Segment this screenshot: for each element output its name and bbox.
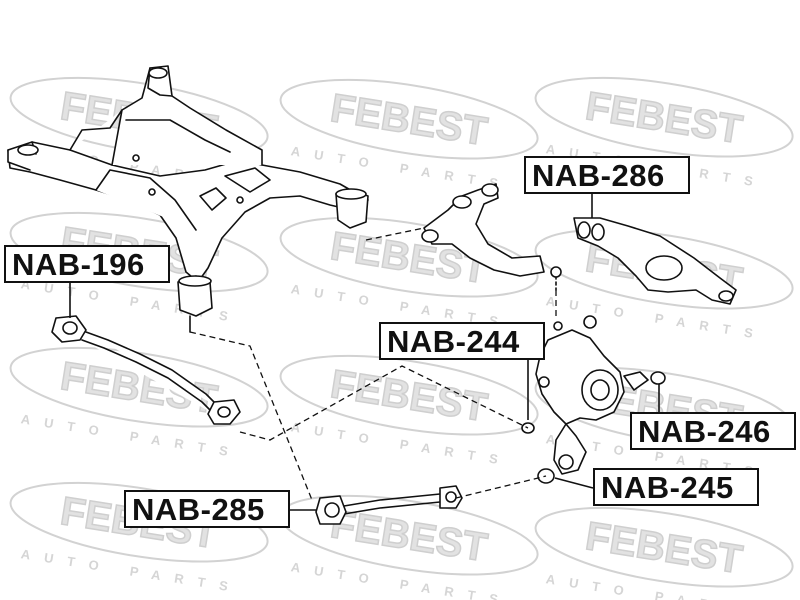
knuckle xyxy=(521,315,666,484)
subframe-bushing xyxy=(177,275,213,333)
part-label-nab-196: NAB-196 xyxy=(4,245,170,283)
part-label-nab-245: NAB-245 xyxy=(593,468,759,506)
part-label-nab-244: NAB-244 xyxy=(379,322,545,360)
upper-control-arm xyxy=(421,183,562,291)
part-label-nab-286: NAB-286 xyxy=(524,156,690,194)
label-leaders xyxy=(69,194,660,511)
lateral-link-lower xyxy=(315,485,463,525)
lateral-link-left xyxy=(51,315,241,425)
part-label-nab-246: NAB-246 xyxy=(630,412,796,450)
rear-subframe xyxy=(7,65,369,283)
part-label-nab-285: NAB-285 xyxy=(124,490,290,528)
lower-arm-right xyxy=(573,217,737,305)
assembly-guide-lines xyxy=(189,227,557,501)
